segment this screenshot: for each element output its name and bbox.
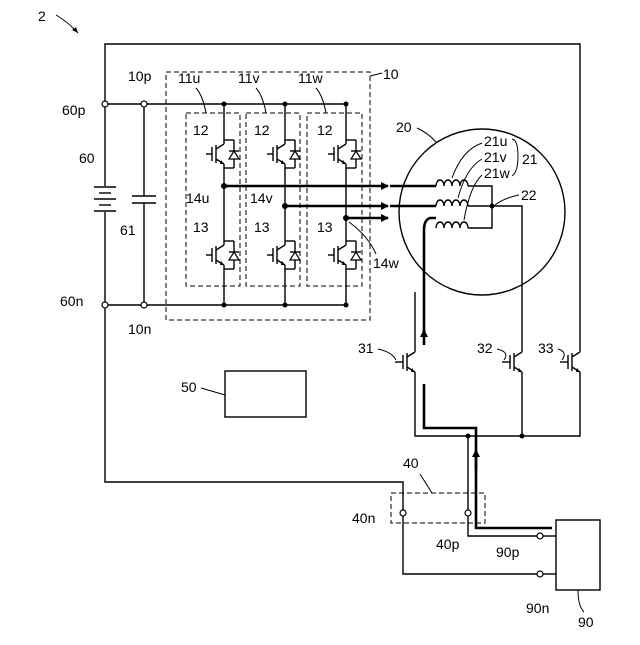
switch-33-label: 33 [538,340,554,356]
lower-switch-label-v: 13 [254,219,270,235]
switch-13-u [206,235,239,275]
pos-line-label: 10p [128,68,152,84]
coil-w-label: 21w [484,165,511,181]
coil-w [436,222,468,228]
switch-32 [502,340,522,384]
conn-pos-label: 40p [436,536,460,552]
terminal-60n [102,302,108,308]
coil-v-label: 21v [484,149,507,165]
leg-u-label: 11u [178,70,200,86]
terminal-90n [537,571,543,577]
coils-label: 21 [522,151,538,167]
pos-charge-wire [468,436,540,536]
upper-switch-label-v: 12 [254,122,270,138]
terminal-40n [400,510,406,516]
bat-pos-label: 60p [62,102,86,118]
terminal-10n [141,302,147,308]
switch-12-u [206,134,239,174]
terminal-60p [102,101,108,107]
figure-label: 2 [38,8,46,24]
conn-neg-label: 40n [352,510,375,526]
terminal-90p [537,533,543,539]
connector-label: 40 [403,455,419,471]
motor-label: 20 [396,119,412,135]
capacitor-label: 61 [120,222,136,238]
terminal-40p [465,510,471,516]
switch-13-v [267,235,300,275]
lower-switch-label-u: 13 [193,219,209,235]
leg-v-label: 11v [238,70,260,86]
mid-u-label: 14u [186,190,209,206]
neutral-wire [492,206,522,340]
charger-box [556,520,600,590]
switch-12-v [267,134,300,174]
chg-neg-label: 90n [526,600,549,616]
upper-switch-label-u: 12 [193,122,209,138]
coil-v [436,200,468,206]
bat-neg-label: 60n [60,293,83,309]
chg-pos-label: 90p [496,544,520,560]
neutral-label: 22 [521,187,537,203]
controller-box [225,371,306,417]
switch-31 [395,340,415,384]
connector-box [391,493,485,523]
battery-symbol [94,187,116,211]
switch-31-label: 31 [358,340,374,356]
coil-u-label: 21u [484,133,507,149]
switch-32-label: 32 [477,340,493,356]
battery-label: 60 [79,150,95,166]
switch-12-w [328,134,361,174]
lower-switch-label-w: 13 [317,219,333,235]
charge-current-path [424,384,552,528]
terminal-10p [141,101,147,107]
upper-switch-label-w: 12 [317,122,333,138]
leg-w-label: 11w [298,70,324,86]
switch-33 [560,340,580,384]
controller-label: 50 [181,379,197,395]
inverter-label: 10 [383,66,399,82]
mid-v-label: 14v [250,190,273,206]
switch-13-w [328,235,361,275]
neg-line-label: 10n [128,321,151,337]
mid-w-label: 14w [373,255,400,271]
charger-label: 90 [578,614,594,630]
frame-wire-top [105,44,580,340]
